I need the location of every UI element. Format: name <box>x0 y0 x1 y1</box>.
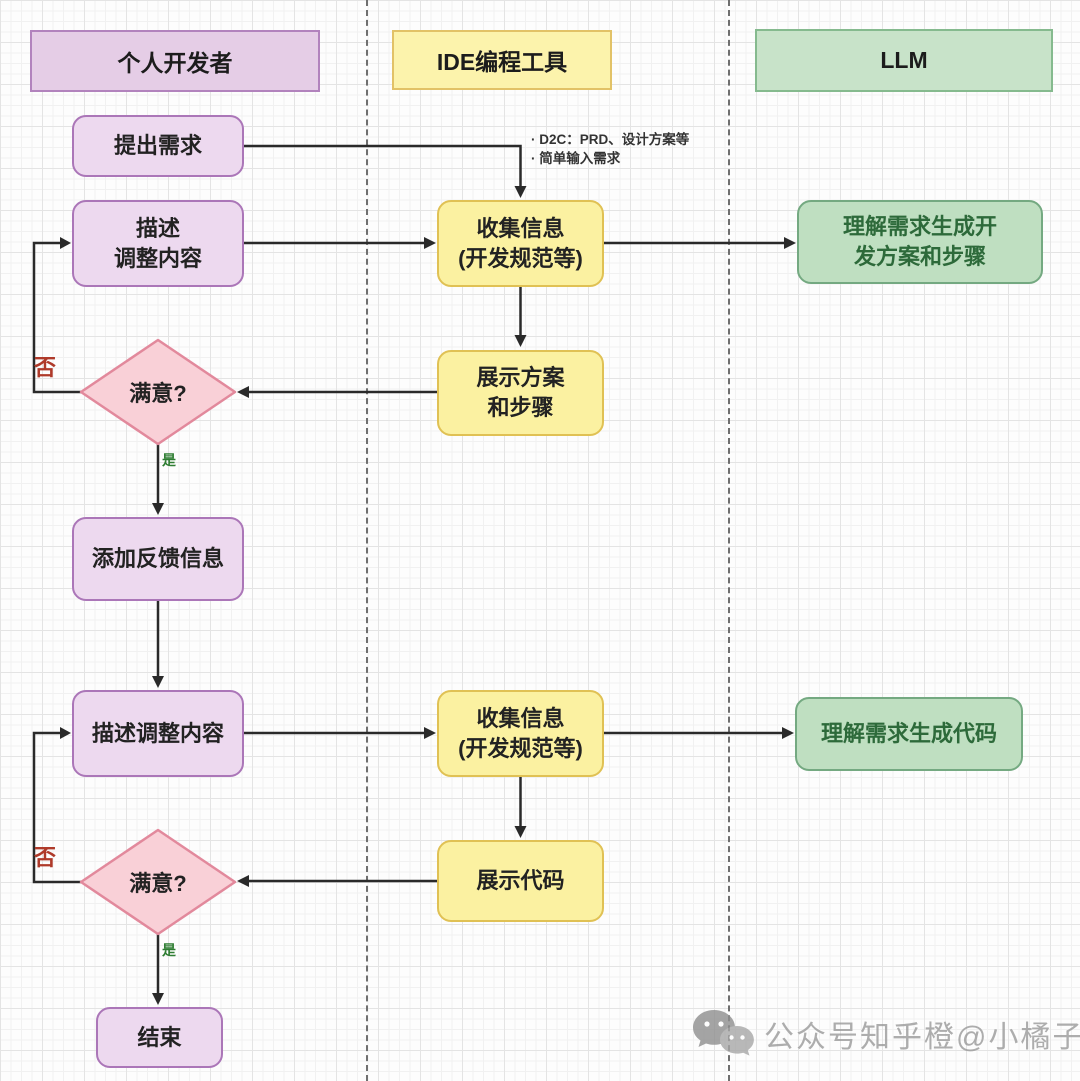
lane-header-llm: LLM <box>755 29 1053 92</box>
node-end: 结束 <box>96 1007 223 1068</box>
node-collect-info-2: 收集信息 (开发规范等) <box>437 690 604 777</box>
decision-satisfied-2: 满意? <box>78 827 238 937</box>
node-describe-adjustment-1: 描述 调整内容 <box>72 200 244 287</box>
edge-propose-to-collect1 <box>244 144 522 186</box>
edge-label-no-2: 否 <box>34 845 57 870</box>
lane-header-ide: IDE编程工具 <box>392 30 612 90</box>
node-show-code: 展示代码 <box>437 840 604 922</box>
node-understand-generate-plan: 理解需求生成开 发方案和步骤 <box>797 200 1043 284</box>
diamond-shape <box>79 338 237 446</box>
watermark: 公众号知乎橙@小橘子 <box>692 1008 1080 1060</box>
node-add-feedback: 添加反馈信息 <box>72 517 244 601</box>
wechat-icon <box>693 1010 754 1056</box>
node-show-plan: 展示方案 和步骤 <box>437 350 604 436</box>
decision-label: 满意? <box>129 871 187 896</box>
edge-label-yes-1: 是 <box>162 452 176 468</box>
node-describe-adjustment-2: 描述调整内容 <box>72 690 244 777</box>
lane-separator-2 <box>728 0 730 1081</box>
edge-label-yes-2: 是 <box>162 942 176 958</box>
decision-satisfied-1: 满意? <box>78 337 238 447</box>
watermark-text: 公众号知乎橙@小橘子 <box>764 1021 1080 1054</box>
edge-annotation: · D2C：PRD、设计方案等 · 简单输入需求 <box>531 132 690 166</box>
edge-label-no-1: 否 <box>34 355 57 380</box>
lane-header-developer: 个人开发者 <box>30 30 320 92</box>
node-understand-generate-code: 理解需求生成代码 <box>795 697 1023 771</box>
node-collect-info-1: 收集信息 (开发规范等) <box>437 200 604 287</box>
lane-separator-1 <box>366 0 368 1081</box>
diamond-shape <box>79 828 237 936</box>
decision-label: 满意? <box>129 381 187 406</box>
node-propose-requirement: 提出需求 <box>72 115 244 177</box>
